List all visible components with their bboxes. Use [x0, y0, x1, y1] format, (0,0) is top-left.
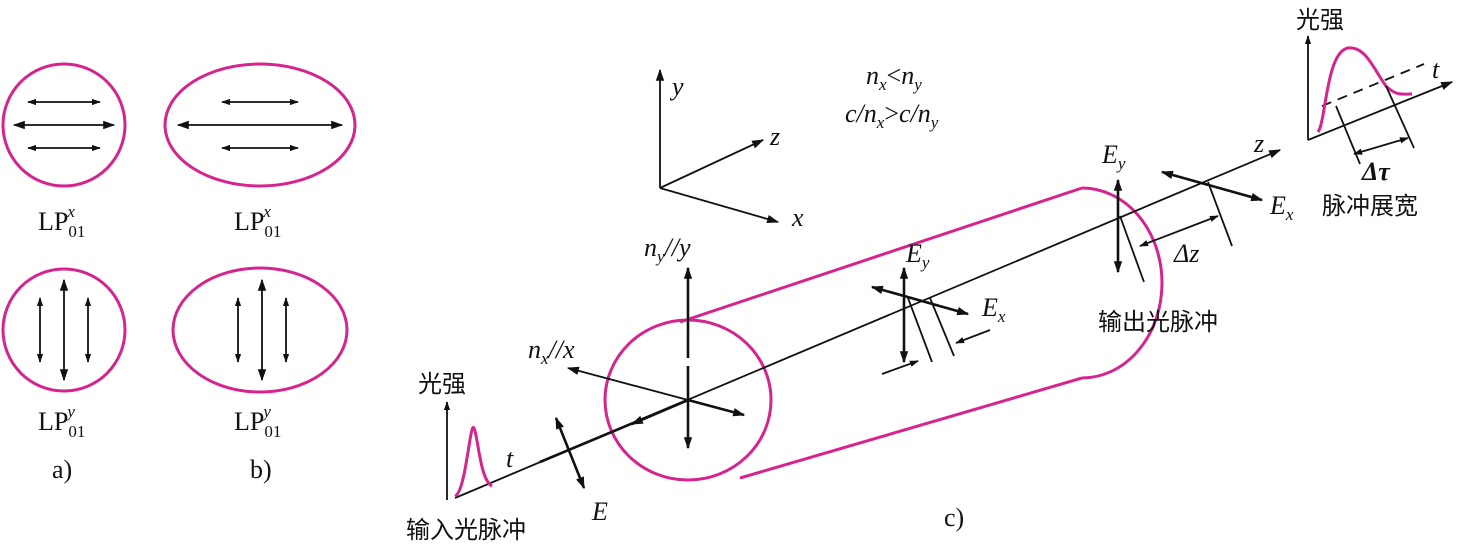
caption-c: c) — [944, 503, 964, 532]
delta-z-label: Δz — [1173, 239, 1199, 268]
out-z-label: z — [1253, 129, 1264, 158]
mode-label-lp01y-a: LP01y — [38, 402, 85, 441]
fiber-core-ellipse-y — [171, 266, 349, 394]
caption-b: b) — [250, 455, 272, 484]
mode-label-lp01x-b: LP01x — [234, 202, 281, 241]
output-intensity-label: 光强 — [1296, 6, 1344, 34]
y-axis-label: y — [669, 72, 684, 101]
panel-a: LP01x LP01y a) — [1, 62, 127, 484]
mode-label-lp01x-a: LP01x — [38, 202, 85, 241]
mid-ex-label: Ex — [981, 293, 1006, 326]
mid-ey-label: Ey — [905, 239, 930, 272]
mid-polarization — [870, 266, 991, 375]
tau-tick-1 — [1335, 105, 1361, 165]
fiber-cylinder — [603, 186, 1164, 482]
pulse-broadening-label: 脉冲展宽 — [1322, 192, 1418, 220]
out-tick-2 — [1207, 181, 1233, 247]
mid-delay-arrow-right — [955, 329, 991, 344]
delta-tau-arrow — [1353, 137, 1409, 155]
fiber-top-edge — [679, 186, 1083, 324]
out-ex-label: Ex — [1269, 191, 1294, 224]
out-ey-label: Ey — [1101, 140, 1126, 173]
fiber-core-ellipse-x — [163, 62, 357, 188]
out-tick-1 — [1119, 215, 1145, 283]
input-time-label: t — [506, 444, 514, 473]
input-intensity-label: 光强 — [418, 370, 466, 398]
fiber-core-circle-y — [1, 267, 127, 393]
delta-tau-label: Δτ — [1361, 157, 1391, 186]
caption-a: a) — [52, 455, 72, 484]
nx-parallel-x-label: nx//x — [528, 335, 575, 368]
output-polarization — [1113, 170, 1264, 283]
output-baseline-dashed — [1321, 63, 1425, 107]
input-pulse-curve — [453, 426, 493, 498]
front-face-cross-diagonal — [630, 398, 689, 426]
relation-nx-lt-ny: nx<ny — [866, 61, 922, 94]
output-time-label: t — [1432, 55, 1440, 84]
z-axis-label: z — [769, 122, 780, 151]
delta-z-arrow — [1139, 215, 1219, 247]
output-pulse-plot — [1304, 35, 1454, 165]
output-pulse-curve — [1316, 46, 1413, 133]
ny-parallel-y-label: ny//y — [644, 233, 691, 266]
tau-tick-2 — [1385, 85, 1415, 149]
output-pulse-caption: 输出光脉冲 — [1098, 308, 1218, 336]
mid-tick-1 — [907, 297, 933, 363]
nx-direction-arrow-right — [687, 398, 746, 417]
x-axis — [659, 187, 780, 224]
coordinate-axes: y z x — [655, 68, 804, 232]
mid-ex-arrow — [870, 285, 970, 316]
z-axis — [659, 139, 765, 189]
x-axis-label: x — [791, 203, 804, 232]
relation-c-nx-gt-c-ny: c/nx>c/ny — [845, 99, 939, 132]
fiber-core-circle-x — [1, 62, 127, 188]
output-time-axis — [1307, 81, 1454, 141]
input-field-arrow — [554, 416, 586, 490]
mid-delay-arrow-left — [881, 360, 919, 375]
input-pulse-caption: 输入光脉冲 — [406, 516, 526, 544]
out-ex-arrow — [1160, 170, 1264, 202]
front-face-axes — [566, 266, 746, 450]
input-pulse-plot — [443, 401, 586, 500]
input-field-label: E — [591, 497, 608, 526]
panel-b: LP01x LP01y b) — [163, 62, 357, 484]
panel-c: y z x nx<ny c/nx>c/ny ny//y nx//x — [406, 6, 1454, 544]
mid-tick-2 — [929, 297, 955, 357]
fiber-bottom-edge — [739, 376, 1083, 480]
mode-label-lp01y-b: LP01y — [234, 402, 281, 441]
nx-direction-arrow — [566, 366, 689, 401]
